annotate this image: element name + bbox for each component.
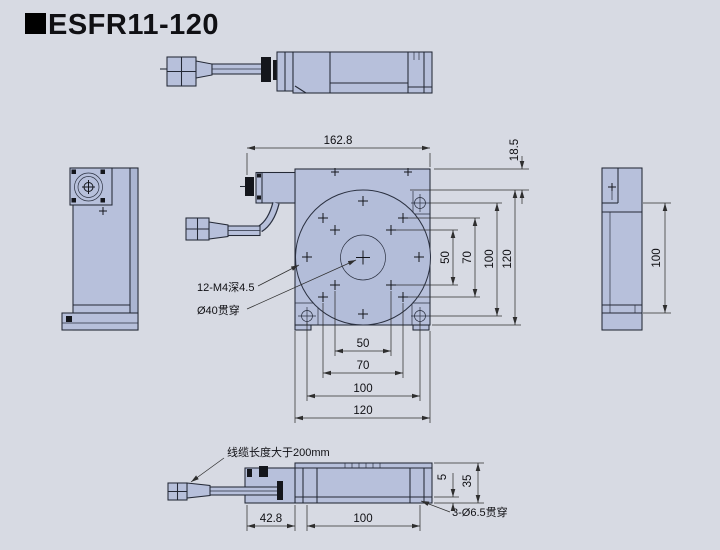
dim-side-height-text: 100: [651, 248, 663, 267]
page-title: ESFR11-120: [25, 9, 219, 41]
dim-bottom-100-text: 100: [353, 383, 372, 395]
dim-bottom-100: 100: [306, 322, 421, 401]
title-square-marker: [25, 13, 46, 34]
cover-screw-marks: [331, 168, 412, 176]
center-bore-circle: [340, 234, 386, 281]
dim-top-offset: 18.5: [410, 139, 529, 204]
rear-view: [160, 51, 433, 94]
dim-bottom-120: 120: [294, 331, 431, 423]
dim-right-100-text: 100: [484, 249, 496, 268]
dim-right-50-text: 50: [440, 251, 452, 264]
motor-shaft-plan: [245, 177, 254, 196]
right-view-body: [601, 167, 643, 331]
stage-body-rear: [292, 51, 433, 94]
dim-motor-overhang: 42.8: [246, 505, 296, 531]
front-view: 线缆长度大于200mm 3-Ø6.5贯穿 42.8 100 5 35: [167, 445, 508, 531]
front-view-body: [294, 462, 433, 504]
dim-body-height-text: 35: [462, 475, 474, 488]
dim-base-thickness-text: 5: [437, 474, 449, 480]
dim-right-120: 120: [432, 190, 521, 326]
dim-right-100: 100: [429, 202, 502, 317]
title-text: ESFR11-120: [48, 9, 219, 41]
shaft-coupling: [261, 57, 271, 82]
dim-front-hole-span-text: 100: [353, 513, 372, 525]
m4-hole-marks: [302, 196, 424, 319]
left-view-base: [61, 312, 139, 331]
cable-note-label: 线缆长度大于200mm: [227, 445, 330, 459]
dim-front-hole-span: 100: [306, 505, 421, 531]
dim-motor-overhang-text: 42.8: [260, 513, 282, 525]
dim-total-length-text: 162.8: [324, 135, 353, 147]
dim-right-70: 70: [408, 217, 480, 298]
dim-total-length: 162.8: [246, 135, 431, 175]
dim-bottom-50: 50: [334, 291, 392, 356]
motor-front: [244, 467, 296, 504]
dim-bottom-50-text: 50: [357, 338, 370, 350]
dim-body-height: 35: [434, 462, 484, 504]
dim-right-50: 50: [396, 229, 458, 286]
dim-side-height: 100: [643, 202, 671, 314]
mounting-holes: [298, 194, 429, 325]
dim-right-120-text: 120: [502, 249, 514, 268]
dim-bottom-70: 70: [322, 303, 404, 378]
dim-bottom-120-text: 120: [353, 405, 372, 417]
dim-bottom-70-text: 70: [357, 360, 370, 372]
center-bore-label: Ø40贯穿: [197, 303, 240, 317]
dim-right-70-text: 70: [462, 251, 474, 264]
cable-sleeve: [195, 60, 213, 79]
plan-view: 12-M4深4.5 Ø40贯穿: [185, 168, 431, 331]
cable-plan: [258, 202, 279, 232]
plan-dimensions: 162.8 18.5 50 70 100: [246, 135, 529, 423]
right-side-view: 100: [601, 167, 671, 331]
dim-base-thickness: 5: [434, 473, 459, 511]
through-holes-label: 3-Ø6.5贯穿: [452, 505, 508, 519]
thread-holes-label: 12-M4深4.5: [197, 281, 254, 294]
dim-top-offset-text: 18.5: [509, 139, 521, 161]
left-side-view: [61, 167, 139, 331]
